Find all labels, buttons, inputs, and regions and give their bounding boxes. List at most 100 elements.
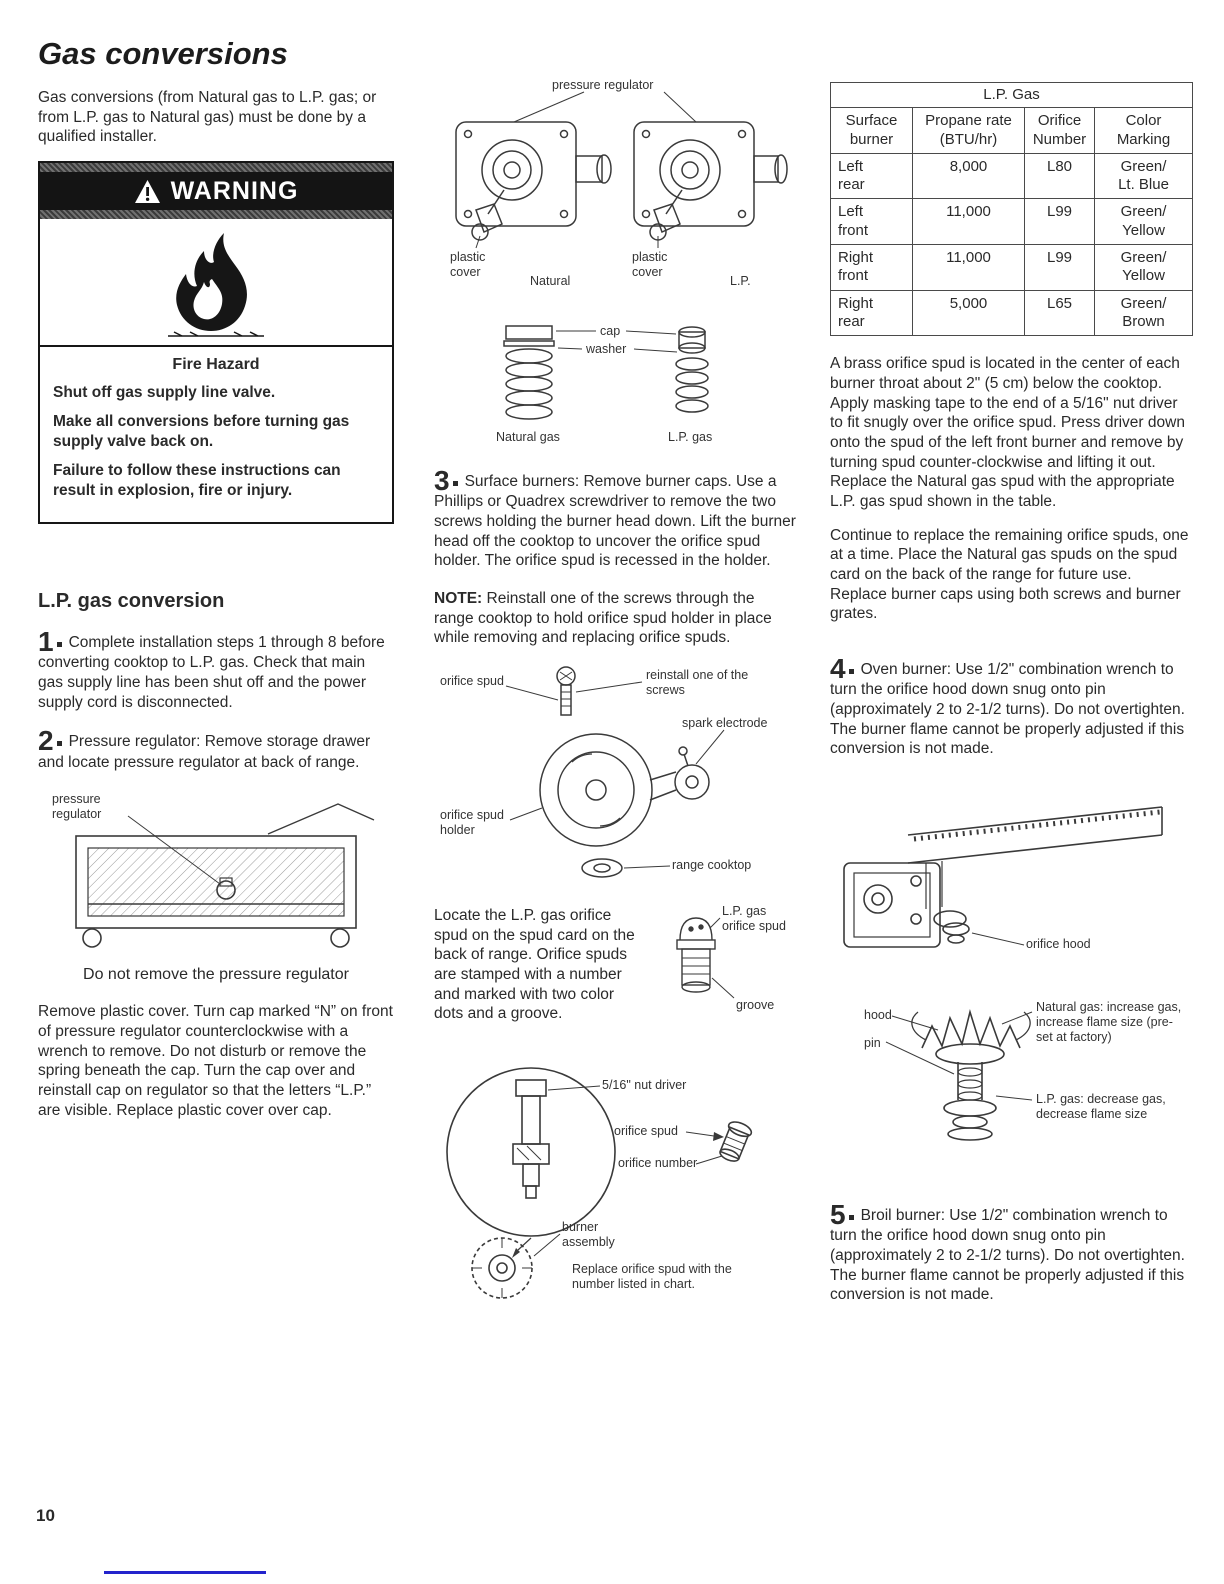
table-row: Right rear 5,000 L65 Green/ Brown [830,289,1193,337]
step-4-text: Oven burner: Use 1/2" combination wrench… [830,661,1185,758]
plastic-cover-label: plastic cover [632,250,668,279]
flame-icon [168,233,264,337]
warning-line-1: Shut off gas supply line valve. [53,384,276,402]
step-2-number: 2 [38,725,54,757]
replace-spud-caption: Replace orifice spud with the number lis… [572,1262,732,1291]
nut-driver-label: 5/16" nut driver [602,1078,687,1093]
warning-banner-label: WARNING [170,176,299,205]
table-cell: Green/ Yellow [1094,244,1193,291]
note-label: NOTE: [434,590,483,608]
table-cell: L65 [1024,289,1095,337]
regulator-caption: Do not remove the pressure regulator [83,966,349,984]
spud-holder-drawing [505,666,725,878]
column-header-propane-rate: Propane rate (BTU/hr) [912,107,1025,154]
page-title: Gas conversions [38,36,288,71]
step-2-text: Pressure regulator: Remove storage drawe… [38,733,371,771]
hood-pin-drawing [885,1009,1033,1141]
table-cell: L99 [1024,244,1095,291]
locate-paragraph: Locate the L.P. gas orifice spud on the … [434,907,635,1023]
left-column: Gas conversions Gas conversions (from Na… [38,36,394,1134]
nut-driver-figure: 5/16" nut driver orifice spud orifice nu… [434,1052,796,1304]
pressure-regulator-label: pressure regulator [552,78,654,92]
range-back-figure: pressure regulator [38,790,394,962]
warning-banner: WARNING [40,163,392,220]
lp-gas-label: L.P. gas [668,430,713,444]
table-cell: 11,000 [912,198,1025,246]
groove-label: groove [736,998,775,1013]
warning-line-2: Make all conversions before turning gas … [53,413,350,450]
note-paragraph: NOTE: Reinstall one of the screws throug… [434,589,796,648]
right-column: L.P. Gas Surface burner Propane rate (BT… [830,81,1193,1323]
intro-paragraph: Gas conversions (from Natural gas to L.P… [38,89,377,146]
locate-block: L.P. gas orifice spud groove Locate the … [434,904,796,1038]
regulators-drawing [455,91,788,249]
brass-spud-paragraph: A brass orifice spud is located in the c… [830,355,1185,510]
table-cell: 5,000 [912,289,1025,337]
spud-holder-figure: orifice spud reinstall one of the screws… [434,662,796,890]
nut-driver-drawing [446,1067,753,1299]
column-header-color-marking: Color Marking [1094,107,1193,154]
table-cell: Green/ Yellow [1094,198,1193,246]
step-5-text: Broil burner: Use 1/2" combination wrenc… [830,1207,1185,1304]
warning-banner-strip [40,172,392,211]
column-header-orifice-number: Orifice Number [1024,107,1095,154]
orifice-number-label: orifice number [618,1156,698,1171]
hazard-title: Fire Hazard [40,345,392,377]
table-cell: Left front [830,198,913,246]
regulator-paragraph: Remove plastic cover. Turn cap marked “N… [38,1003,393,1119]
range-back-drawing [75,803,375,949]
table-cell: Right front [830,244,913,291]
step-1-number: 1 [38,625,54,657]
orifice-hood-label: orifice hood [1026,937,1091,952]
cap-label: cap [600,324,621,338]
lp-spud-figure: L.P. gas orifice spud groove [644,902,796,1030]
step-1-text: Complete installation steps 1 through 8 … [38,633,385,711]
orifice-spud-holder-label: orifice spud holder [440,808,504,837]
footer-link[interactable] [104,1571,266,1574]
section-title: L.P. gas conversion [38,589,225,612]
lp-label: L.P. [730,274,751,288]
warning-icon [134,179,160,203]
table-title: L.P. Gas [830,81,1193,109]
page-number: 10 [36,1506,55,1525]
step-5-dot [848,1215,854,1221]
pressure-regulator-label: pressure regulator [52,792,102,822]
table-cell: 11,000 [912,244,1025,291]
table-cell: L99 [1024,198,1095,246]
reinstall-screw-label: reinstall one of the screws [646,668,749,697]
lp-spud-drawing [676,917,735,999]
plastic-cover-label: plastic cover [450,250,486,279]
natural-gas-note: Natural gas: increase gas, increase flam… [1036,1000,1182,1044]
warning-line-3: Failure to follow these instructions can… [53,462,341,499]
table-cell: 8,000 [912,152,1025,200]
burner-assembly-label: burner assembly [562,1220,615,1249]
oven-burner-drawing [843,806,1163,948]
regulators-figure: pressure regulator plastic cover Natural… [434,78,796,310]
step-5-number: 5 [830,1199,846,1231]
step-3-number: 3 [434,465,450,496]
table-row: Left rear 8,000 L80 Green/ Lt. Blue [830,152,1193,200]
table-cell: Right rear [830,289,913,337]
step-3-dot [452,481,458,486]
table-cell: Green/ Brown [1094,289,1193,337]
step-1-dot [56,641,62,647]
step-4-dot [848,669,854,674]
cap-washer-drawing [503,325,709,420]
step-3-text: Surface burners: Remove burner caps. Use… [434,473,796,570]
natural-label: Natural [530,274,571,288]
oven-burner-figure: orifice hood [830,777,1192,982]
step-4-number: 4 [830,653,846,684]
middle-column: pressure regulator plastic cover Natural… [434,78,796,1304]
orifice-spud-label: orifice spud [614,1124,678,1139]
step-2-dot [56,741,62,747]
orifice-spud-label: orifice spud [440,674,504,689]
pin-label: pin [864,1036,881,1051]
warning-box: WARNING Fire Hazard Sh [38,161,394,524]
table-row: Left front 11,000 L99 Green/ Yellow [830,198,1193,246]
hood-label: hood [864,1008,892,1023]
